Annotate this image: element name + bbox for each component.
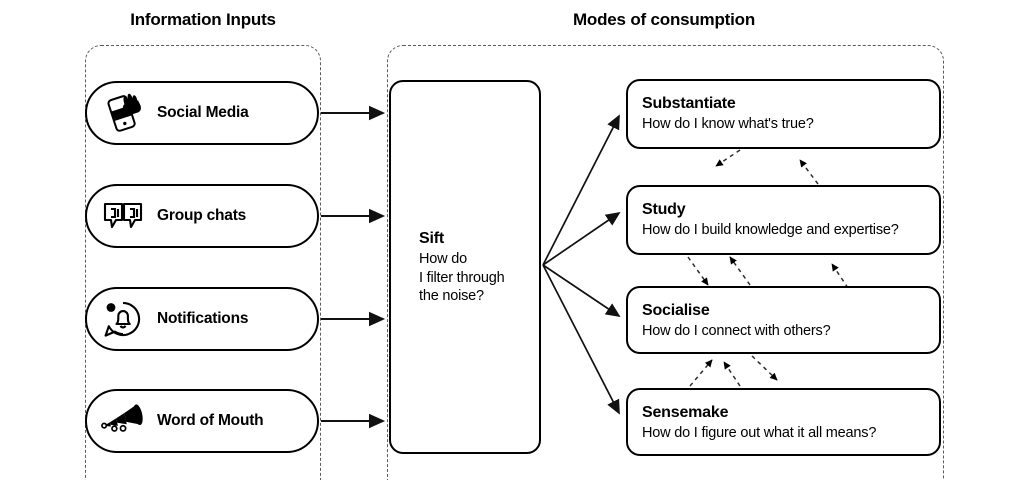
group-container-information-inputs	[85, 45, 321, 480]
input-pill-social-media[interactable]: Social Media	[85, 81, 319, 145]
node-study-title: Study	[642, 201, 686, 218]
node-socialise-title: Socialise	[642, 302, 710, 319]
group-container-modes-of-consumption	[387, 45, 944, 480]
node-sensemake-title: Sensemake	[642, 404, 729, 421]
node-substantiate-title: Substantiate	[642, 95, 736, 112]
speech-bubbles-icon	[97, 192, 149, 240]
node-sift-question: How do I filter through the noise?	[419, 251, 505, 305]
input-label-word-of-mouth: Word of Mouth	[157, 412, 264, 429]
node-sensemake[interactable]: Sensemake How do I figure out what it al…	[626, 388, 941, 456]
node-study[interactable]: Study How do I build knowledge and exper…	[626, 185, 941, 255]
node-substantiate-question: How do I know what's true?	[642, 116, 814, 132]
bell-notification-icon	[97, 295, 149, 343]
megaphone-icon	[97, 397, 149, 445]
input-label-social-media: Social Media	[157, 104, 249, 121]
node-socialise[interactable]: Socialise How do I connect with others?	[626, 286, 941, 354]
input-pill-group-chats[interactable]: Group chats	[85, 184, 319, 248]
input-pill-word-of-mouth[interactable]: Word of Mouth	[85, 389, 319, 453]
node-sift[interactable]: Sift How do I filter through the noise?	[389, 80, 541, 454]
input-label-group-chats: Group chats	[157, 207, 247, 224]
node-sift-title: Sift	[419, 230, 444, 247]
node-socialise-question: How do I connect with others?	[642, 323, 831, 339]
hand-holding-phone-icon	[97, 89, 149, 137]
node-sensemake-question: How do I figure out what it all means?	[642, 425, 877, 441]
node-sift-content: Sift How do I filter through the noise?	[419, 230, 531, 306]
node-study-question: How do I build knowledge and expertise?	[642, 222, 899, 238]
input-pill-notifications[interactable]: Notifications	[85, 287, 319, 351]
node-substantiate[interactable]: Substantiate How do I know what's true?	[626, 79, 941, 149]
column-title-modes-of-consumption: Modes of consumption	[572, 10, 756, 29]
column-title-information-inputs: Information Inputs	[130, 10, 276, 29]
input-label-notifications: Notifications	[157, 310, 249, 327]
